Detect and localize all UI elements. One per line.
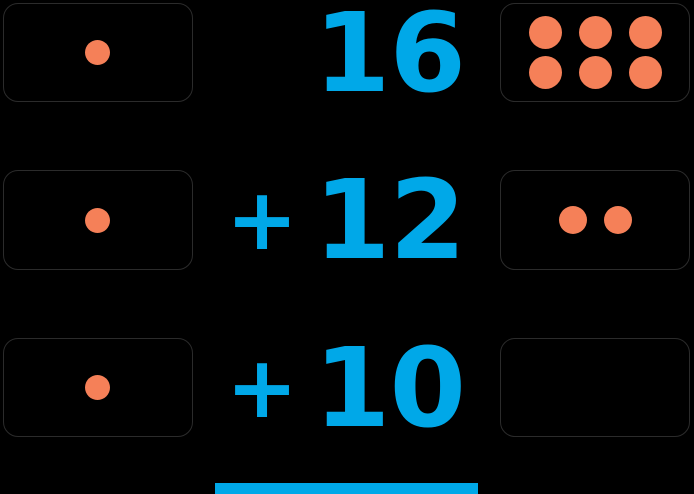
left-panel-row-1[interactable] (3, 3, 193, 102)
orange-dot (603, 206, 632, 234)
right-panel-row-2[interactable] (500, 170, 690, 270)
orange-dot (528, 56, 562, 89)
dot-grid-left-row-2 (84, 207, 110, 233)
expression-row-1: 16 (200, 0, 496, 108)
plus-operator-row-2: + (226, 170, 298, 270)
dot-grid-left-row-3 (84, 375, 110, 400)
number-row-1: 16 (313, 0, 466, 117)
number-row-3: 10 (313, 323, 466, 452)
dot-grid-left-row-1 (84, 40, 110, 65)
right-panel-row-3-empty-answer-slot[interactable] (500, 338, 690, 437)
orange-dot (84, 207, 110, 233)
plus-operator-row-3: + (226, 337, 298, 438)
orange-dot (628, 56, 662, 89)
dot-grid-right-row-1 (528, 16, 662, 89)
orange-dot (578, 16, 612, 49)
left-panel-row-2[interactable] (3, 170, 193, 270)
orange-dot (84, 40, 110, 65)
answer-underline-bar[interactable] (215, 483, 478, 494)
orange-dot (578, 56, 612, 89)
orange-dot (84, 375, 110, 400)
expression-row-3: + 10 (200, 333, 496, 443)
expression-row-2: + 12 (200, 165, 496, 275)
orange-dot (558, 206, 587, 234)
orange-dot (528, 16, 562, 49)
dot-grid-right-row-2 (558, 206, 632, 234)
number-row-2: 12 (313, 156, 466, 284)
left-panel-row-3[interactable] (3, 338, 193, 437)
right-panel-row-1[interactable] (500, 3, 690, 102)
orange-dot (628, 16, 662, 49)
